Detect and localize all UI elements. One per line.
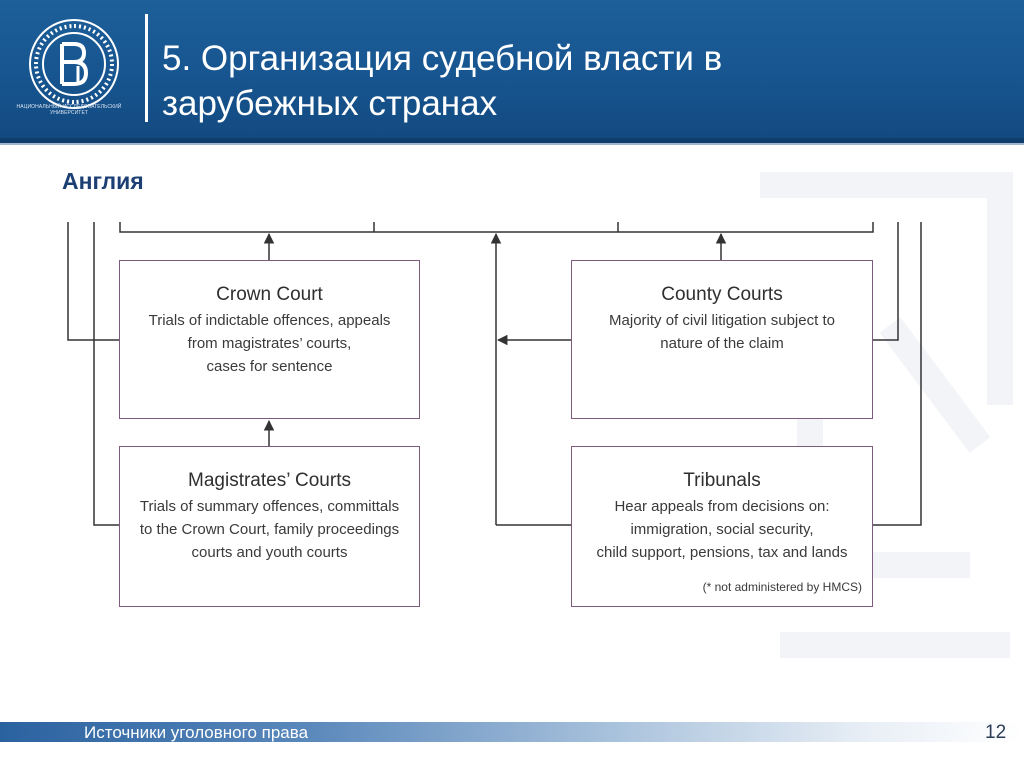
magistrates-desc-line: courts and youth courts bbox=[191, 544, 348, 561]
crown-court-desc-line: Trials of indictable offences, appeals bbox=[148, 312, 391, 329]
county-courts-box: County Courts Majority of civil litigati… bbox=[571, 260, 873, 419]
logo-caption-line2: УНИВЕРСИТЕТ bbox=[49, 110, 89, 116]
tribunals-description: Hear appeals from decisions on: immigrat… bbox=[572, 495, 872, 564]
footer-text: Источники уголовного права bbox=[84, 723, 309, 742]
crown-court-name: Crown Court bbox=[216, 284, 323, 305]
tribunals-desc-line: child support, pensions, tax and lands bbox=[596, 544, 848, 561]
page-number: 12 bbox=[985, 722, 1007, 743]
slide-footer bbox=[0, 722, 1024, 742]
tribunals-desc-line: Hear appeals from decisions on: bbox=[614, 498, 830, 515]
county-courts-name: County Courts bbox=[661, 284, 783, 305]
county-courts-desc-line: nature of the claim bbox=[660, 335, 784, 352]
logo-caption: НАЦИОНАЛЬНЫЙ ИССЛЕДОВАТЕЛЬСКИЙ УНИВЕРСИТ… bbox=[8, 104, 130, 116]
title-line-1: 5. Организация судебной власти в bbox=[162, 39, 723, 78]
magistrates-courts-name: Magistrates’ Courts bbox=[188, 470, 351, 491]
header-stripe bbox=[0, 138, 1024, 143]
tribunals-name: Tribunals bbox=[683, 470, 761, 491]
county-courts-desc-line: Majority of civil litigation subject to bbox=[609, 312, 835, 329]
magistrates-desc-line: to the Crown Court, family proceedings bbox=[139, 521, 400, 538]
right-outer-line-1 bbox=[873, 222, 899, 341]
slide-title: 5. Организация судебной власти в зарубеж… bbox=[162, 36, 962, 126]
tribunals-box: Tribunals Hear appeals from decisions on… bbox=[571, 446, 873, 607]
magistrates-courts-description: Trials of summary offences, committals t… bbox=[120, 495, 419, 564]
header-line bbox=[0, 143, 1024, 145]
slide-header bbox=[0, 0, 1024, 138]
tribunals-desc-line: immigration, social security, bbox=[630, 521, 814, 538]
magistrates-courts-box: Magistrates’ Courts Trials of summary of… bbox=[119, 446, 420, 607]
crown-court-box: Crown Court Trials of indictable offence… bbox=[119, 260, 420, 419]
upper-court-box-edge bbox=[119, 222, 874, 233]
crown-court-desc-line: cases for sentence bbox=[206, 358, 333, 375]
left-outer-line-2 bbox=[93, 222, 120, 526]
tribunals-note: (* not administered by HMCS) bbox=[702, 580, 862, 594]
crown-court-description: Trials of indictable offences, appeals f… bbox=[120, 309, 419, 378]
country-heading: Англия bbox=[62, 168, 144, 194]
logo-caption-line1: НАЦИОНАЛЬНЫЙ ИССЛЕДОВАТЕЛЬСКИЙ bbox=[16, 104, 122, 110]
header-divider bbox=[145, 14, 148, 122]
left-outer-line-1 bbox=[67, 222, 120, 341]
crown-court-desc-line: from magistrates’ courts, bbox=[187, 335, 352, 352]
magistrates-desc-line: Trials of summary offences, committals bbox=[139, 498, 400, 515]
county-courts-description: Majority of civil litigation subject to … bbox=[572, 309, 872, 355]
title-line-2: зарубежных странах bbox=[162, 84, 498, 123]
right-outer-line-2 bbox=[873, 222, 922, 526]
university-logo-icon bbox=[29, 19, 119, 109]
